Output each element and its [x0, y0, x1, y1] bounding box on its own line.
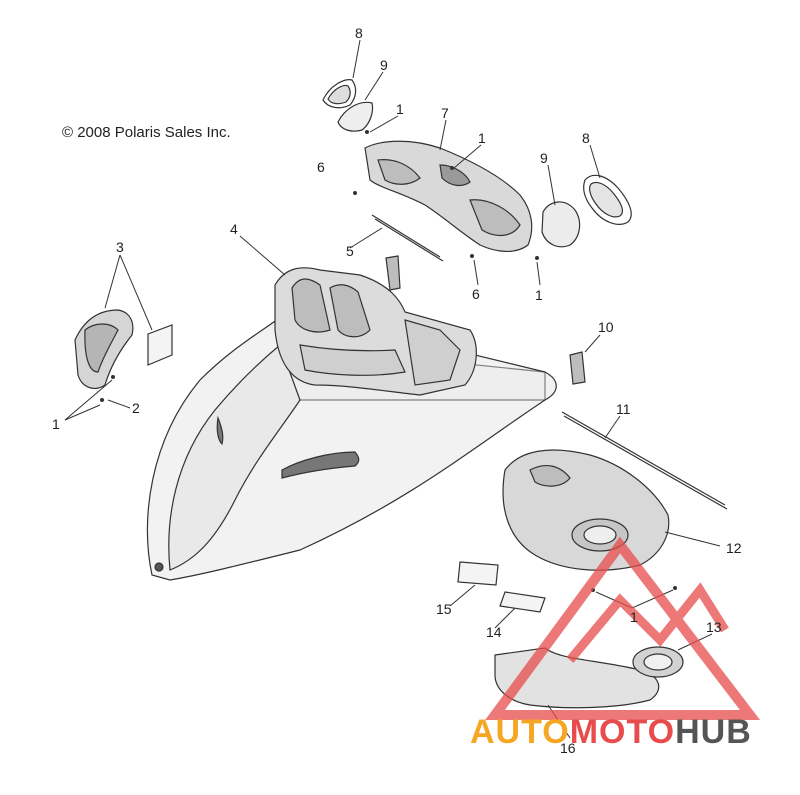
callout-label: 1: [478, 130, 486, 146]
bezel-left-part: [322, 79, 374, 132]
callout-label: 12: [726, 540, 742, 556]
callout-label: 5: [346, 243, 354, 259]
watermark-hub: HUB: [675, 713, 752, 751]
callout-label: 16: [560, 740, 576, 756]
watermark-logo: [485, 536, 761, 720]
callout-label: 8: [355, 25, 363, 41]
fasteners: [100, 130, 677, 592]
hood-part: [146, 267, 557, 581]
callout-label: 1: [52, 416, 60, 432]
side-panel-part: [74, 309, 173, 389]
callout-label: 13: [706, 619, 722, 635]
callout-label: 8: [582, 130, 590, 146]
callout-label: 15: [436, 601, 452, 617]
callout-label: 3: [116, 239, 124, 255]
callout-label: 9: [540, 150, 548, 166]
svg-text:AUTOMOTOHUB: AUTOMOTOHUB: [470, 713, 752, 751]
console-part: [364, 140, 533, 252]
callout-label: 9: [380, 57, 388, 73]
callout-label: 1: [396, 101, 404, 117]
bracket-upper: [385, 255, 401, 291]
trim-strip-11: [561, 411, 726, 506]
logo-triangle-icon: [485, 536, 761, 720]
callout-label: 11: [616, 401, 631, 417]
trim-strip-5: [371, 214, 441, 258]
callout-label: 7: [441, 105, 449, 121]
decal-15: [457, 561, 499, 586]
callout-label: 10: [598, 319, 614, 335]
bracket-10: [569, 351, 586, 385]
callout-label: 1: [630, 609, 638, 625]
callout-label: 2: [132, 400, 140, 416]
grommet-part: [632, 646, 684, 678]
callout-label: 6: [317, 159, 325, 175]
decal-14: [499, 591, 546, 613]
callout-label: 4: [230, 221, 238, 237]
watermark-moto: MOTO: [570, 713, 675, 751]
logo-mountain-icon: [566, 582, 729, 663]
callout-label: 14: [486, 624, 502, 640]
decal-3: [147, 324, 173, 366]
leader-lines: [64, 39, 721, 739]
callout-label: 6: [472, 286, 480, 302]
watermark-auto: AUTO: [470, 713, 570, 751]
callout-label: 1: [535, 287, 543, 303]
storage-tray-part: [502, 449, 670, 571]
callout-labels: 8 9 1 7 1 6 4 5 3 6 1 9 8 10 11 2 1 12 1…: [52, 25, 742, 756]
bezel-right-part: [541, 174, 632, 248]
copyright-text: © 2008 Polaris Sales Inc.: [62, 124, 231, 141]
